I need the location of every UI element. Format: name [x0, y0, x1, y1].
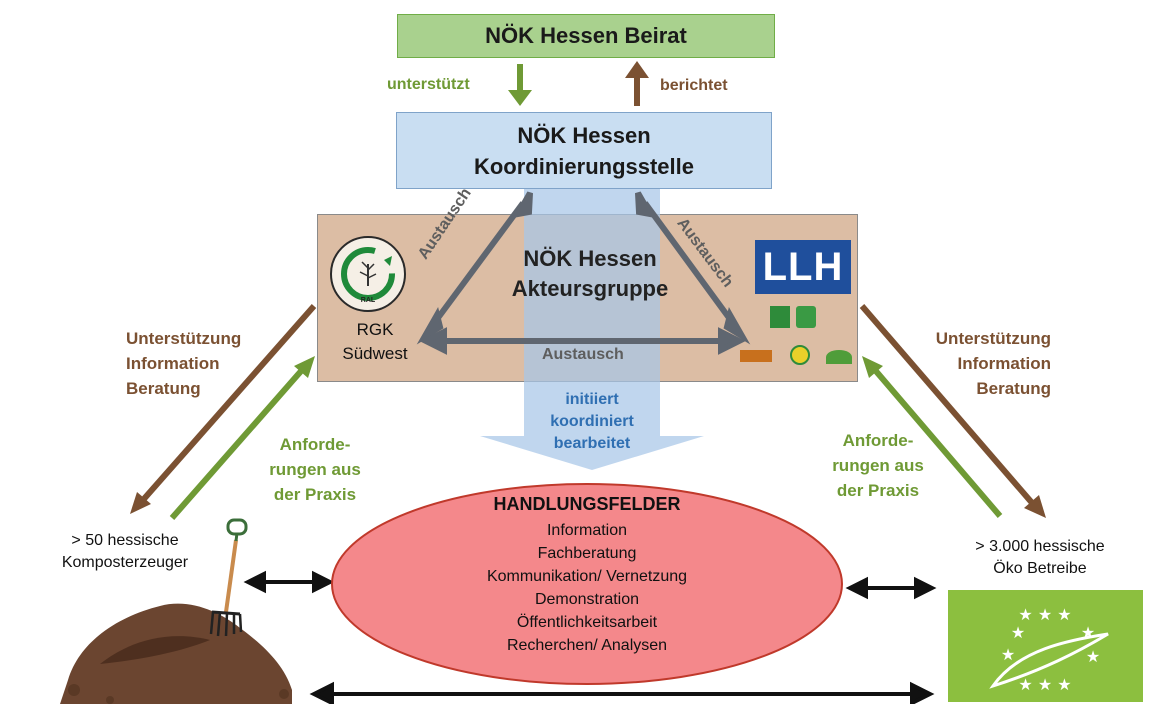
llh-logo: LLH [755, 240, 851, 294]
beirat-box: NÖK Hessen Beirat [397, 14, 775, 58]
left-actor-line2: Komposterzeuger [61, 554, 189, 571]
rgk-line1: RGK [356, 320, 394, 339]
handlungsfeld-item: Information [546, 522, 628, 539]
right-req-line1: Anforde- [842, 431, 914, 450]
berichtet-label: berichtet [660, 77, 728, 94]
right-support-line1: Unterstützung [935, 329, 1051, 348]
right-req-arrow [872, 368, 1003, 518]
koordinierungsstelle-box: NÖK Hessen Koordinierungsstelle [396, 112, 772, 189]
right-support-arrow [859, 304, 1036, 506]
initiiert-label: initiiert [565, 391, 619, 408]
austausch-bottom-head-right [718, 327, 746, 355]
svg-text:★ ★ ★: ★ ★ ★ [1018, 675, 1071, 694]
biokreis-icon [790, 345, 810, 365]
unterstuetzt-arrowhead [508, 90, 532, 106]
left-actor-label: > 50 hessische Komposterzeuger [40, 530, 210, 574]
left-support-arrow [140, 304, 317, 502]
right-req-line2: rungen aus [832, 456, 924, 475]
naturland-icon [796, 306, 816, 328]
bottom-double-head-right [910, 681, 935, 704]
compost-seal-icon: RAL [330, 236, 406, 312]
right-support-arrowhead [1024, 495, 1046, 518]
bioland-icon [770, 306, 790, 328]
austausch-triangle [416, 191, 751, 355]
rgk-line2: Südwest [342, 344, 408, 363]
koordinierungsstelle-line2: Koordinierungsstelle [473, 153, 695, 179]
austausch-left-head-bottom [416, 307, 444, 345]
right-support-label: Unterstützung Information Beratung [906, 326, 1051, 401]
svg-text:★: ★ [1086, 647, 1100, 666]
left-double-head-left [243, 570, 266, 594]
unterstuetzt-label: unterstützt [387, 76, 470, 93]
left-req-arrow [169, 368, 305, 520]
left-req-line1: Anforde- [279, 435, 351, 454]
eu-organic-leaf-icon: ★ ★ ★ ★ ★ ★ ★ ★ ★ ★ [948, 590, 1143, 702]
left-req-arrowhead [294, 356, 315, 378]
beirat-title: NÖK Hessen Beirat [485, 23, 687, 48]
right-actor-line1: > 3.000 hessische [975, 538, 1105, 555]
svg-text:★: ★ [1001, 645, 1015, 664]
akteursgruppe-line1: NÖK Hessen [523, 246, 657, 271]
austausch-right-arrow [642, 201, 738, 328]
handlungsfelder-ellipse [331, 483, 843, 685]
rgk-label: RGK Südwest [330, 318, 420, 366]
handlungsfeld-item: Fachberatung [537, 545, 637, 562]
compost-pile-icon [60, 603, 292, 704]
left-support-line2: Information [126, 354, 220, 373]
right-req-line3: der Praxis [836, 481, 920, 500]
handlungsfelder-title: HANDLUNGSFELDER [493, 494, 681, 514]
left-support-line3: Beratung [126, 379, 201, 398]
blue-flow-labels: initiiert koordiniert bearbeitet [517, 389, 667, 455]
handlungsfeld-item: Demonstration [534, 591, 640, 608]
handlungsfeld-item: Öffentlichkeitsarbeit [516, 614, 658, 631]
bearbeitet-label: bearbeitet [553, 435, 631, 452]
handlungsfeld-item: Kommunikation/ Vernetzung [486, 568, 688, 585]
right-req-label: Anforde- rungen aus der Praxis [818, 428, 938, 503]
left-double-head-right [312, 570, 335, 594]
left-req-label: Anforde- rungen aus der Praxis [260, 432, 370, 507]
left-support-label: Unterstützung Information Beratung [126, 326, 241, 401]
demeter-icon [740, 350, 772, 362]
gaea-icon [826, 350, 852, 364]
koordiniert-label: koordiniert [550, 413, 634, 430]
right-actor-line2: Öko Betreibe [993, 560, 1087, 577]
right-req-arrowhead [862, 356, 883, 378]
left-actor-line1: > 50 hessische [71, 532, 179, 549]
right-actor-label: > 3.000 hessische Öko Betreibe [950, 536, 1130, 580]
left-support-arrowhead [130, 492, 151, 514]
bottom-double-head-left [309, 681, 334, 704]
left-req-line3: der Praxis [273, 485, 357, 504]
svg-text:★: ★ [1011, 623, 1025, 642]
svg-text:RAL: RAL [361, 297, 376, 304]
left-support-line1: Unterstützung [126, 329, 242, 348]
akteursgruppe-title: NÖK Hessen Akteursgruppe [460, 244, 720, 304]
pitchfork-icon [209, 518, 248, 637]
right-support-line2: Information [957, 354, 1052, 373]
berichtet-arrowhead [625, 61, 649, 78]
right-double-head-right [914, 576, 937, 600]
austausch-left-arrow [429, 201, 526, 328]
handlungsfeld-item: Recherchen/ Analysen [506, 637, 668, 654]
akteursgruppe-line2: Akteursgruppe [511, 276, 669, 301]
austausch-left-head-top [512, 191, 533, 219]
austausch-bottom-label: Austausch [542, 346, 624, 363]
right-support-line3: Beratung [976, 379, 1051, 398]
koordinierungsstelle-line1: NÖK Hessen [517, 122, 651, 148]
austausch-right-head-top [635, 191, 656, 219]
blue-flow-arrow [480, 185, 704, 470]
left-req-line2: rungen aus [269, 460, 361, 479]
austausch-bottom-head-left [419, 327, 447, 355]
right-double-head-left [845, 576, 868, 600]
handlungsfelder-content: HANDLUNGSFELDER Information Fachberatung… [420, 494, 754, 657]
austausch-right-head-bottom [723, 307, 751, 345]
svg-text:★ ★ ★: ★ ★ ★ [1018, 605, 1071, 624]
